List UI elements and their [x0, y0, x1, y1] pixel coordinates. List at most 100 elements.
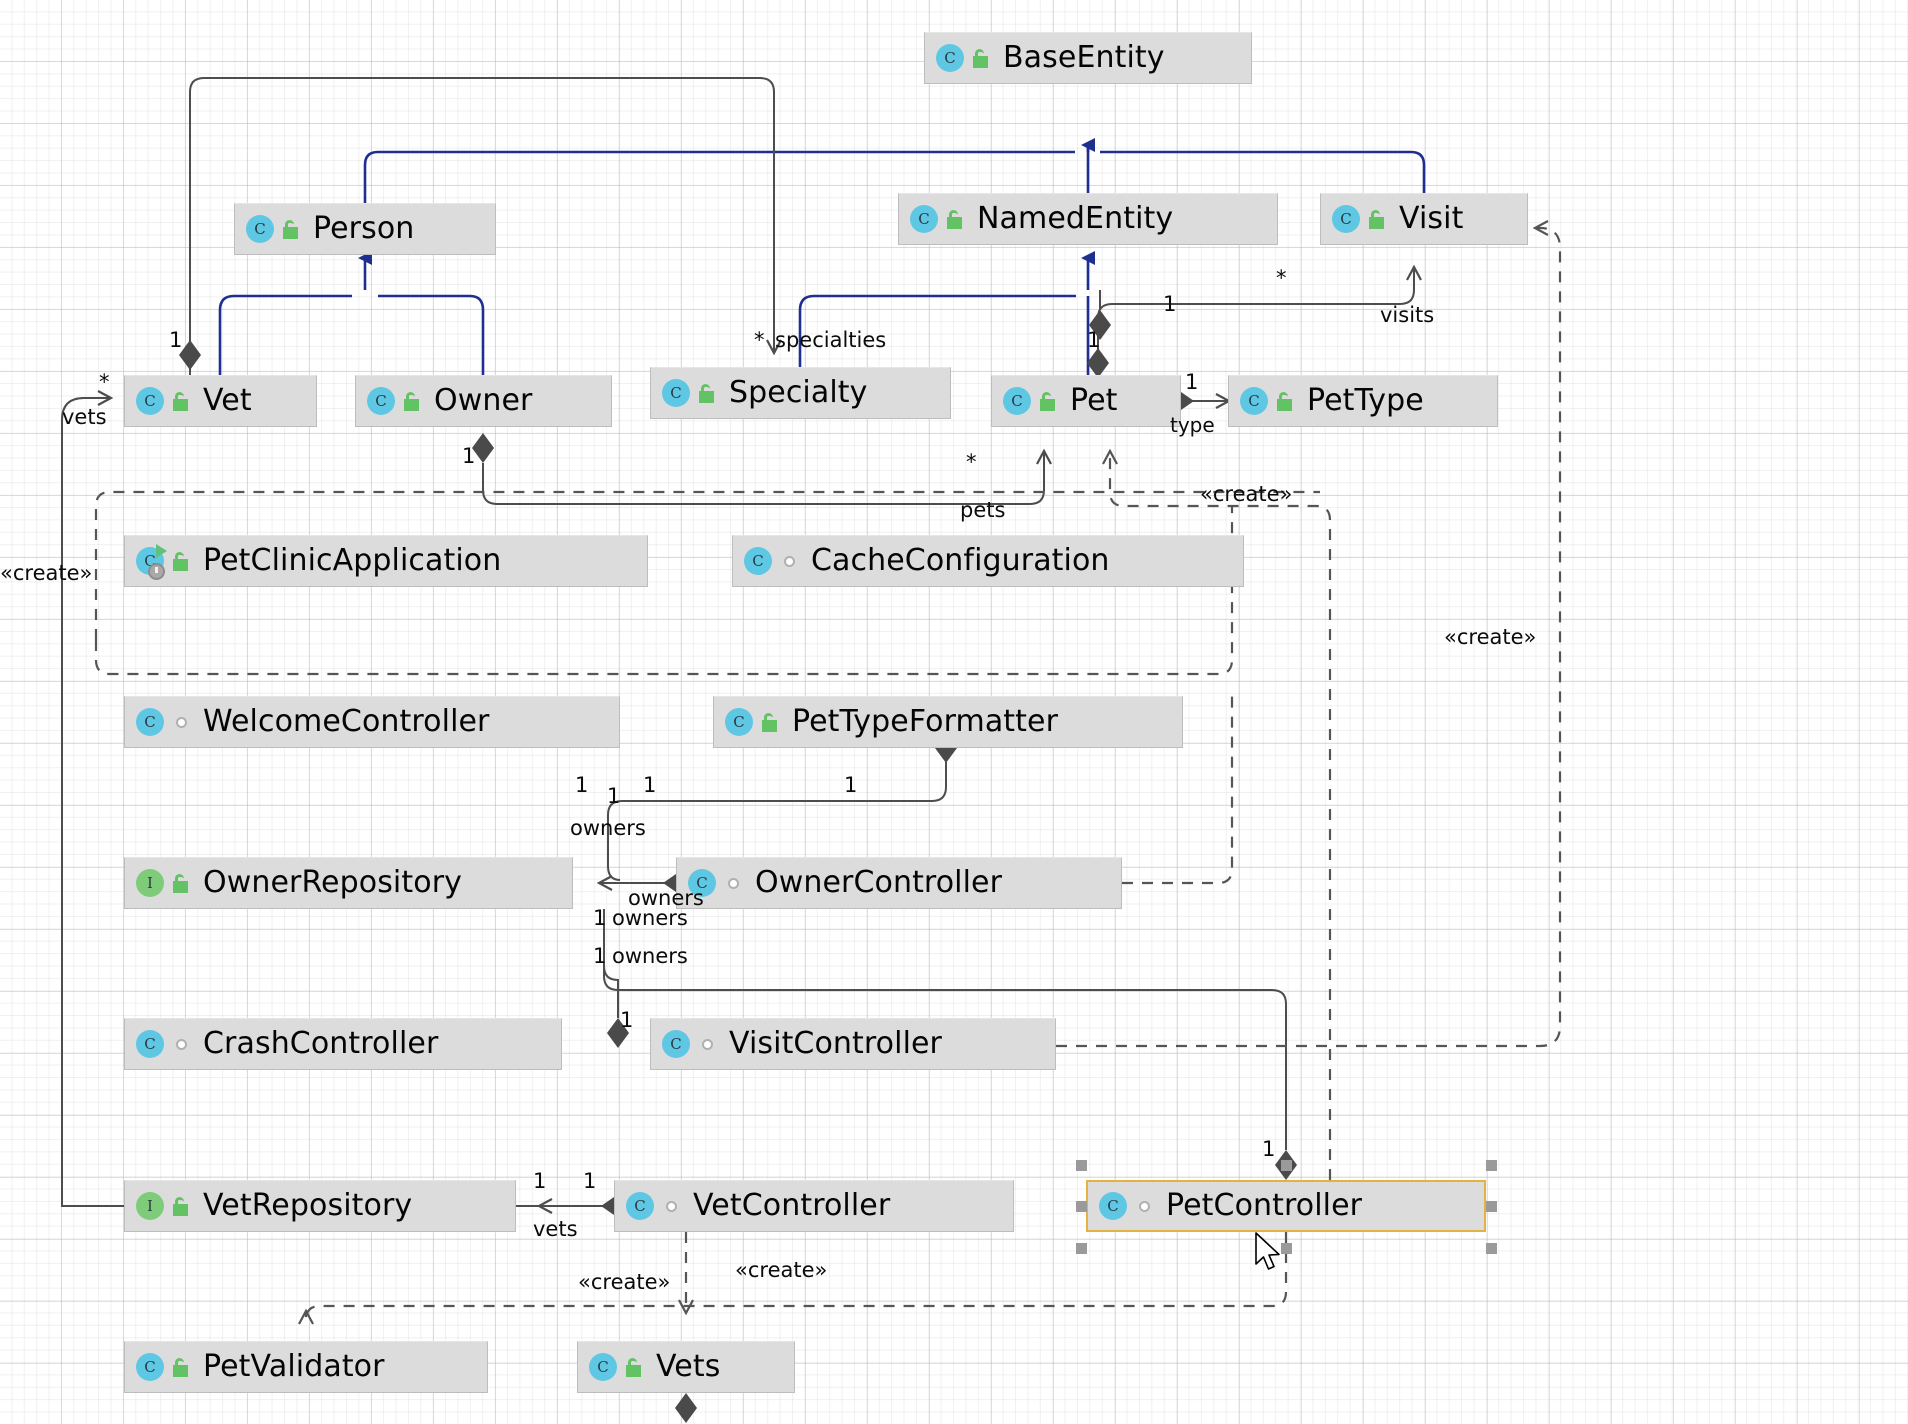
class-node-pettype[interactable]: C PetType [1228, 375, 1498, 427]
selection-handle-w[interactable] [1076, 1201, 1087, 1212]
class-node-petcontroller[interactable]: C PetController [1086, 1180, 1486, 1232]
edge-label-pets-star: * [966, 450, 977, 474]
edge-label-visits-one: 1 [1163, 292, 1177, 316]
class-name: Visit [1399, 201, 1464, 236]
class-name: WelcomeController [203, 704, 490, 739]
class-name: PetValidator [203, 1349, 385, 1384]
edge-label-vets-star: * [99, 370, 110, 394]
class-icon: C [935, 43, 965, 73]
class-icon: C [661, 378, 691, 408]
class-node-namedentity[interactable]: C NamedEntity [898, 193, 1278, 245]
edge-label-create-vets: «create» [735, 1258, 828, 1282]
public-lock-icon [169, 868, 193, 898]
class-node-vet[interactable]: C Vet [124, 375, 317, 427]
edge-label-visitcontroller-one: 1 [620, 1008, 634, 1032]
class-icon: C [366, 386, 396, 416]
public-lock-icon [169, 1352, 193, 1382]
selection-handle-nw[interactable] [1076, 1160, 1087, 1171]
edge-label-vets-role: vets [62, 405, 107, 429]
selection-handle-s[interactable] [1281, 1243, 1292, 1254]
edge-label-specialties-star: * [754, 328, 765, 352]
class-icon: C [135, 707, 165, 737]
class-node-pet[interactable]: C Pet [991, 375, 1181, 427]
class-name: BaseEntity [1003, 40, 1165, 75]
selection-handle-sw[interactable] [1076, 1243, 1087, 1254]
package-private-icon [169, 1029, 193, 1059]
edge-label-owners-one-d: 1 [844, 773, 858, 797]
edge-label-owner-multiplicity: 1 [462, 444, 476, 468]
class-node-person[interactable]: C Person [234, 203, 496, 255]
class-name: CrashController [203, 1026, 439, 1061]
class-node-petvalidator[interactable]: C PetValidator [124, 1341, 488, 1393]
class-icon: C [1098, 1191, 1128, 1221]
selection-handle-ne[interactable] [1486, 1160, 1497, 1171]
edge-label-vetcontroller-one: 1 [583, 1169, 597, 1193]
class-name: PetController [1166, 1188, 1363, 1223]
class-node-visitcontroller[interactable]: C VisitController [650, 1018, 1056, 1070]
public-lock-icon [758, 707, 782, 737]
public-lock-icon [969, 43, 993, 73]
interface-node-ownerrepository[interactable]: I OwnerRepository [124, 857, 573, 909]
gear-icon [148, 563, 165, 580]
edge-label-owners-one-a: 1 [575, 773, 589, 797]
edge-label-create-petvalidator: «create» [578, 1270, 671, 1294]
interface-node-vetrepository[interactable]: I VetRepository [124, 1180, 516, 1232]
class-name: PetTypeFormatter [792, 704, 1059, 739]
edge-label-create-visit: «create» [1444, 625, 1537, 649]
class-name: VisitController [729, 1026, 942, 1061]
edge-label-vets-role-mid: vets [533, 1217, 578, 1241]
class-node-crashcontroller[interactable]: C CrashController [124, 1018, 562, 1070]
edge-label-owners-role-b: owners [628, 886, 704, 910]
selection-handle-e[interactable] [1486, 1201, 1497, 1212]
selection-handle-se[interactable] [1486, 1243, 1497, 1254]
class-icon: C [661, 1029, 691, 1059]
edge-label-pets-role: pets [960, 498, 1006, 522]
class-name: Owner [434, 383, 533, 418]
edge-label-owners-one-b: 1 [607, 784, 621, 808]
class-name: PetType [1307, 383, 1424, 418]
runnable-class-icon: C [135, 544, 167, 580]
public-lock-icon [169, 386, 193, 416]
public-lock-icon [400, 386, 424, 416]
run-arrow-icon [156, 544, 167, 558]
edge-label-specialties-role: specialties [775, 328, 887, 352]
class-icon: C [1002, 386, 1032, 416]
class-node-visit[interactable]: C Visit [1320, 193, 1528, 245]
edge-label-create-pet: «create» [1200, 482, 1293, 506]
public-lock-icon [1365, 204, 1389, 234]
edge-label-owners-role-c: owners [612, 906, 688, 930]
edge-label-petcontroller-one: 1 [1262, 1137, 1276, 1161]
class-node-baseentity[interactable]: C BaseEntity [924, 32, 1252, 84]
class-icon: C [588, 1352, 618, 1382]
class-node-petclinicapplication[interactable]: C PetClinicApplication [124, 535, 648, 587]
edge-label-vetrepository-one: 1 [533, 1169, 547, 1193]
edge-label-type-multiplicity: 1 [1185, 370, 1199, 394]
class-node-welcomecontroller[interactable]: C WelcomeController [124, 696, 620, 748]
class-name: Vet [203, 383, 252, 418]
class-node-owner[interactable]: C Owner [355, 375, 612, 427]
package-private-icon [777, 546, 801, 576]
public-lock-icon [169, 1191, 193, 1221]
class-node-specialty[interactable]: C Specialty [650, 367, 951, 419]
class-icon: C [687, 868, 717, 898]
class-icon: C [625, 1191, 655, 1221]
class-name: Pet [1070, 383, 1118, 418]
class-icon: C [724, 707, 754, 737]
class-icon: C [1331, 204, 1361, 234]
selection-handle-n[interactable] [1281, 1160, 1292, 1171]
public-lock-icon [279, 214, 303, 244]
class-node-cacheconfiguration[interactable]: C CacheConfiguration [732, 535, 1244, 587]
edge-label-create-left: «create» [0, 561, 93, 585]
class-name: VetRepository [203, 1188, 413, 1223]
class-node-ownercontroller[interactable]: C OwnerController [676, 857, 1122, 909]
class-name: NamedEntity [977, 201, 1174, 236]
package-private-icon [721, 868, 745, 898]
class-node-pettypeformatter[interactable]: C PetTypeFormatter [713, 696, 1183, 748]
package-private-icon [659, 1191, 683, 1221]
class-node-vets[interactable]: C Vets [577, 1341, 795, 1393]
edge-label-visit-star: * [1276, 266, 1287, 290]
edge-label-owners-one-c: 1 [643, 773, 657, 797]
class-node-vetcontroller[interactable]: C VetController [614, 1180, 1014, 1232]
class-name: PetClinicApplication [203, 543, 502, 578]
